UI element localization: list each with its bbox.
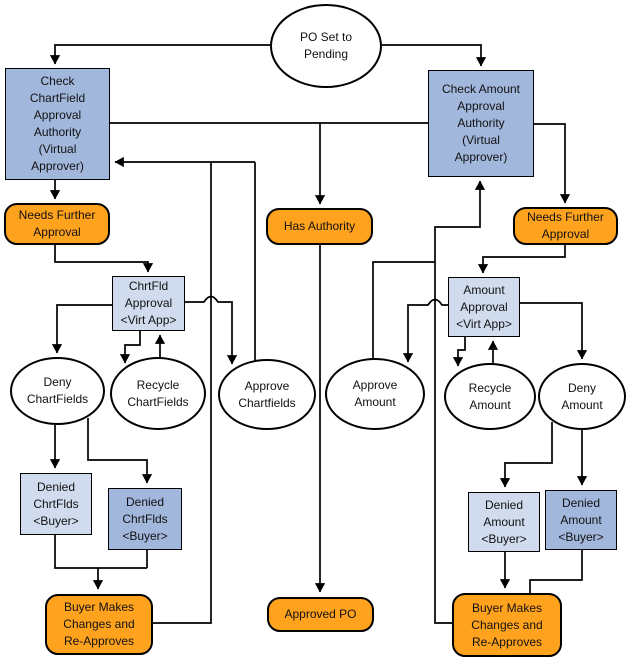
node-recycle-amount: Recycle Amount [444,363,536,430]
edge-needs-further-left-to-chrtfld-approval [54,245,154,273]
edge-amount-approval-to-deny-amount [520,302,588,360]
node-denied-chrtflds-buyer-1: Denied ChrtFlds <Buyer> [20,473,92,535]
edge-amount-approval-to-recycle-amount [452,337,466,367]
node-has-authority: Has Authority [266,208,373,245]
edge-denied-amount2-to-buyer-right [529,550,583,594]
edge-buyer-left-loop [153,162,212,624]
node-recycle-chartfields: Recycle ChartFields [110,357,206,430]
node-denied-amount-buyer-1: Denied Amount <Buyer> [468,492,540,552]
edge-deny-chartfields-to-denied2 [87,418,153,484]
node-denied-chrtflds-buyer-2: Denied ChrtFlds <Buyer> [108,488,182,550]
node-check-chartfield-approval-authority: Check ChartField Approval Authority (Vir… [5,68,110,180]
edge-chrtfld-approval-to-approve-chartfields [185,295,238,365]
edge-amount-approval-to-approve-amount [402,298,448,363]
node-deny-chartfields: Deny ChartFields [10,357,105,425]
edge-denied1-merge-left [54,535,147,569]
node-deny-amount: Deny Amount [538,363,626,430]
node-chrtfld-approval-virt-app: ChrtFld Approval <Virt App> [112,276,185,331]
edge-chrtfld-approval-to-deny-chartfields [51,304,112,354]
edge-deny-amount-to-denied-amount1 [499,422,553,488]
node-buyer-makes-changes-left: Buyer Makes Changes and Re-Approves [45,594,153,655]
edge-needs-further-right-to-amount-approval [477,245,566,274]
edge-po-to-check-amount [382,44,487,67]
node-buyer-makes-changes-right: Buyer Makes Changes and Re-Approves [452,593,562,657]
node-approve-chartfields: Approve Chartfields [218,359,316,430]
edge-po-to-check-chartfield [49,44,270,65]
node-check-amount-approval-authority: Check Amount Approval Authority (Virtual… [428,70,534,177]
edge-chrtfld-approval-to-recycle-chartfields [119,331,141,364]
node-approved-po: Approved PO [267,597,374,632]
edge-buyer-right-loop-to-check-amount [434,180,486,624]
node-needs-further-approval-left: Needs Further Approval [4,203,110,245]
edge-check-amount-to-needs-further-right [534,123,571,204]
node-approve-amount: Approve Amount [325,358,425,430]
node-denied-amount-buyer-2: Denied Amount <Buyer> [545,490,617,550]
node-po-set-to-pending: PO Set to Pending [270,4,382,88]
node-needs-further-approval-right: Needs Further Approval [513,207,618,245]
edge-approve-amount-loop [372,261,435,360]
node-amount-approval-virt-app: Amount Approval <Virt App> [448,277,520,337]
